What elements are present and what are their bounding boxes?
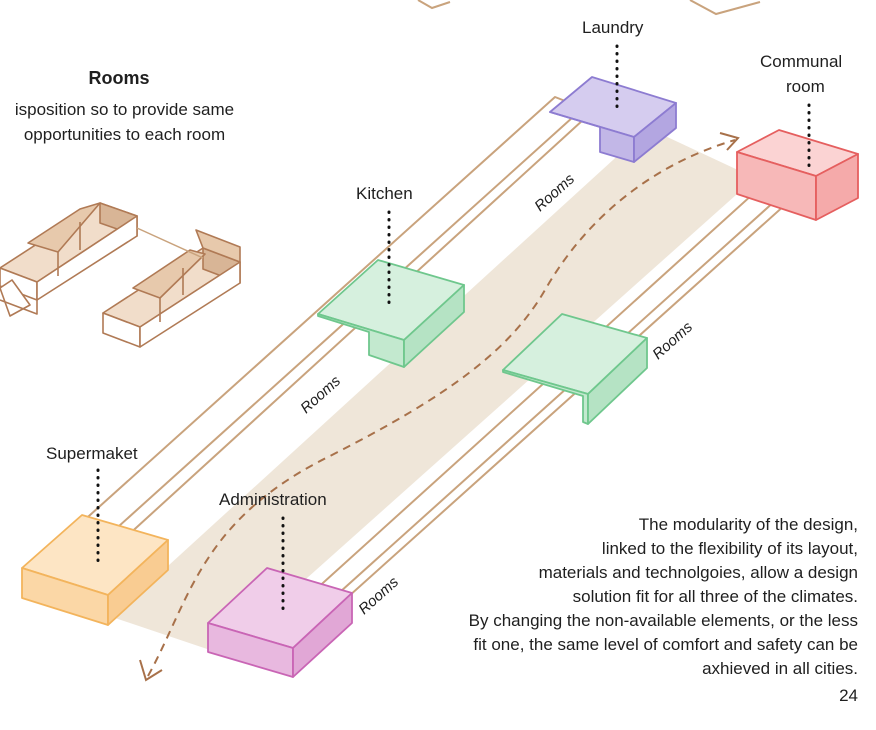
kitchen-label: Kitchen xyxy=(356,184,413,203)
path-arrow-start xyxy=(139,659,163,682)
supermarket-label: Supermaket xyxy=(46,444,138,463)
top-fragment xyxy=(417,0,761,16)
communal-block xyxy=(736,129,859,221)
caption-line: axhieved in all cities. xyxy=(702,659,858,678)
caption-line: fit one, the same level of comfort and s… xyxy=(473,635,858,654)
rooms-title: Rooms xyxy=(88,68,150,88)
administration-label: Administration xyxy=(219,490,327,509)
supermarket-block xyxy=(21,514,169,626)
rooms-module-left xyxy=(0,202,138,317)
caption-line: solution fit for all three of the climat… xyxy=(572,587,858,606)
corridor xyxy=(112,128,755,654)
caption-line: By changing the non-available elements, … xyxy=(468,611,858,630)
caption-line: linked to the flexibility of its layout, xyxy=(601,539,858,558)
path-arrow-end xyxy=(719,132,740,151)
communal-label-line1: Communal xyxy=(760,52,843,71)
wing-label-middle-left: Rooms xyxy=(297,372,344,417)
kitchen-block-lower xyxy=(502,313,648,425)
caption-line: The modularity of the design, xyxy=(638,515,858,534)
administration-block xyxy=(207,567,353,678)
wing-label-middle-right: Rooms xyxy=(649,318,696,363)
kitchen-block-upper xyxy=(317,259,465,368)
circulation-path xyxy=(147,139,736,677)
communal-label-line2: room xyxy=(786,77,825,96)
rooms-module-right xyxy=(102,229,241,348)
leader-lines xyxy=(96,44,811,614)
rooms-connector xyxy=(136,227,204,259)
caption: The modularity of the design, linked to … xyxy=(388,513,858,681)
page-number: 24 xyxy=(839,686,858,705)
laundry-block xyxy=(549,76,677,163)
caption-line: materials and technolgoies, allow a desi… xyxy=(538,563,858,582)
rooms-subtitle: isposition so to provide same opportunit… xyxy=(14,100,235,144)
laundry-label: Laundry xyxy=(582,18,644,37)
